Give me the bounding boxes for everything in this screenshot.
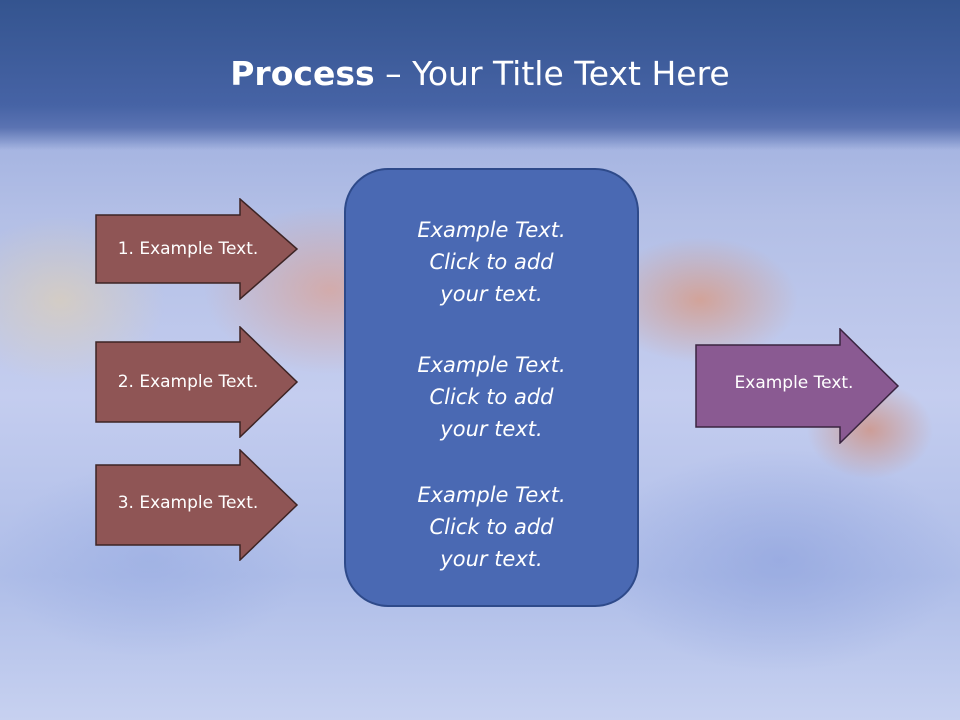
- step-arrow-1[interactable]: 1. Example Text.: [95, 197, 299, 301]
- output-label: Example Text.: [734, 373, 854, 393]
- center-text-block-3: Example Text. Click to add your text.: [346, 479, 637, 575]
- step-label: 1. Example Text.: [117, 239, 259, 259]
- center-text-block-2: Example Text. Click to add your text.: [346, 349, 637, 445]
- output-arrow[interactable]: Example Text.: [695, 327, 900, 445]
- slide-title[interactable]: Process – Your Title Text Here: [0, 52, 960, 96]
- center-text-line: your text.: [440, 547, 543, 571]
- title-rest: – Your Title Text Here: [374, 54, 730, 93]
- center-text-line: Click to add: [429, 385, 554, 409]
- center-text-line: your text.: [440, 282, 543, 306]
- center-text-line: your text.: [440, 417, 543, 441]
- step-label: 3. Example Text.: [117, 493, 259, 513]
- center-text-line: Example Text.: [417, 218, 566, 242]
- center-text-line: Click to add: [429, 515, 554, 539]
- center-text-line: Example Text.: [417, 353, 566, 377]
- step-label: 2. Example Text.: [117, 372, 259, 392]
- title-bar: [0, 0, 960, 150]
- arrow-right-shape: [95, 197, 299, 301]
- center-text-block-1: Example Text. Click to add your text.: [346, 214, 637, 310]
- center-content-box[interactable]: Example Text. Click to add your text. Ex…: [344, 168, 639, 607]
- arrow-right-shape: [95, 325, 299, 439]
- step-arrow-3[interactable]: 3. Example Text.: [95, 448, 299, 562]
- center-text-line: Example Text.: [417, 483, 566, 507]
- arrow-right-shape: [695, 327, 900, 445]
- center-text-line: Click to add: [429, 250, 554, 274]
- step-arrow-2[interactable]: 2. Example Text.: [95, 325, 299, 439]
- arrow-right-shape: [95, 448, 299, 562]
- title-bold: Process: [230, 54, 375, 93]
